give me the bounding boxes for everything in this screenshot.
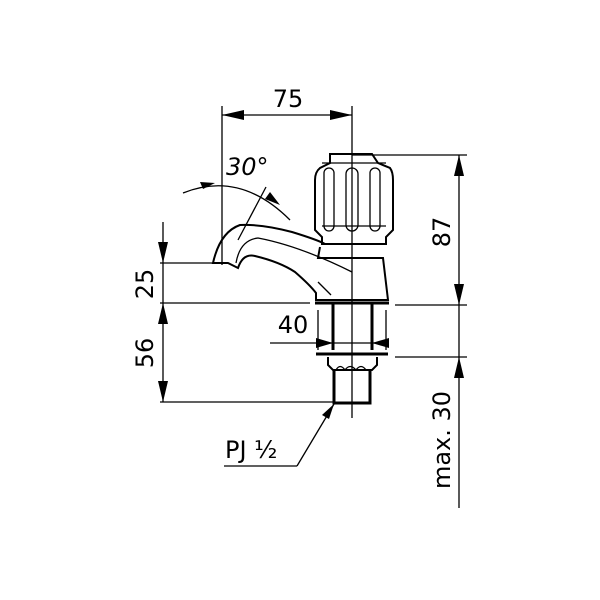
- handle: [314, 153, 394, 245]
- dimension-left: 25 56: [131, 222, 334, 403]
- dimension-40-label: 40: [278, 311, 309, 339]
- shank: [316, 145, 388, 418]
- angle-label: 30°: [226, 153, 269, 181]
- dimension-40: 40: [270, 310, 389, 350]
- thread-callout: PJ ½: [224, 403, 335, 467]
- dimension-25-label: 25: [131, 269, 159, 300]
- spout-body: [211, 223, 390, 305]
- thread-label: PJ ½: [225, 436, 277, 464]
- dimension-56-label: 56: [131, 338, 159, 369]
- dimension-87-label: 87: [428, 217, 456, 248]
- dimension-75-label: 75: [273, 85, 304, 113]
- dimension-max30-label: max. 30: [428, 391, 456, 489]
- dimension-angle: 30°: [182, 153, 291, 241]
- dimension-right: 87 max. 30: [352, 154, 467, 508]
